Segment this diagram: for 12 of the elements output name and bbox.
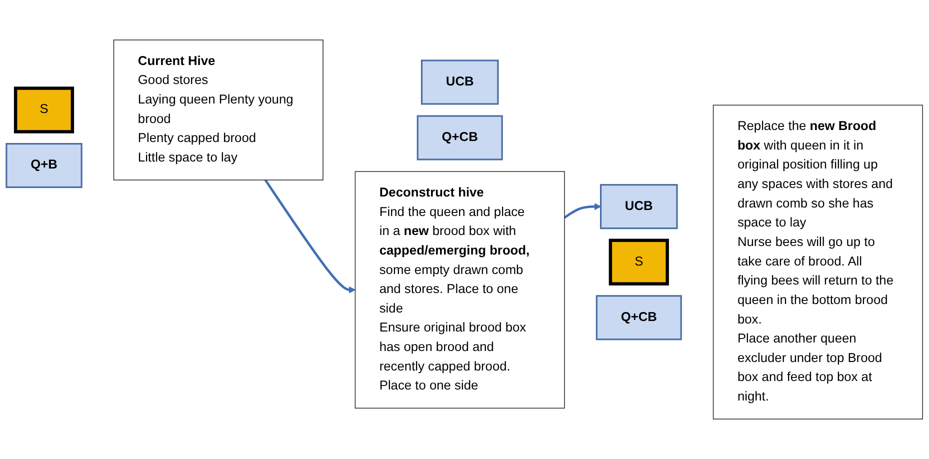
node-box: Q+B bbox=[6, 142, 82, 188]
node-box: Q+CB bbox=[596, 295, 682, 340]
node-box: S bbox=[14, 86, 74, 134]
arrow bbox=[564, 203, 602, 219]
node-box: S bbox=[608, 238, 669, 286]
node-box: UCB bbox=[600, 184, 678, 230]
node-box: Replace the new Brood box with queen in it in original position filling up any spaces with stores and drawn comb so she has space to lay Nurse bees will go up to take care of brood. All flying bees will return to the queen in the bottom brood box. Place another queen excluder under top Brood box and feed top box at night. bbox=[712, 104, 923, 420]
arrow bbox=[264, 179, 356, 294]
node-box: Q+CB bbox=[416, 115, 503, 160]
node-box: Deconstruct hive Find the queen and place in a new brood box with capped/emerging brood, some empty drawn comb and stores. Place to one side Ensure original brood box has open brood and recently capped brood. Place to one side bbox=[354, 171, 565, 409]
node-box: Current Hive Good stores Laying queen Plenty young brood Plenty capped brood Little space to lay bbox=[113, 40, 324, 180]
node-box: UCB bbox=[420, 60, 499, 105]
